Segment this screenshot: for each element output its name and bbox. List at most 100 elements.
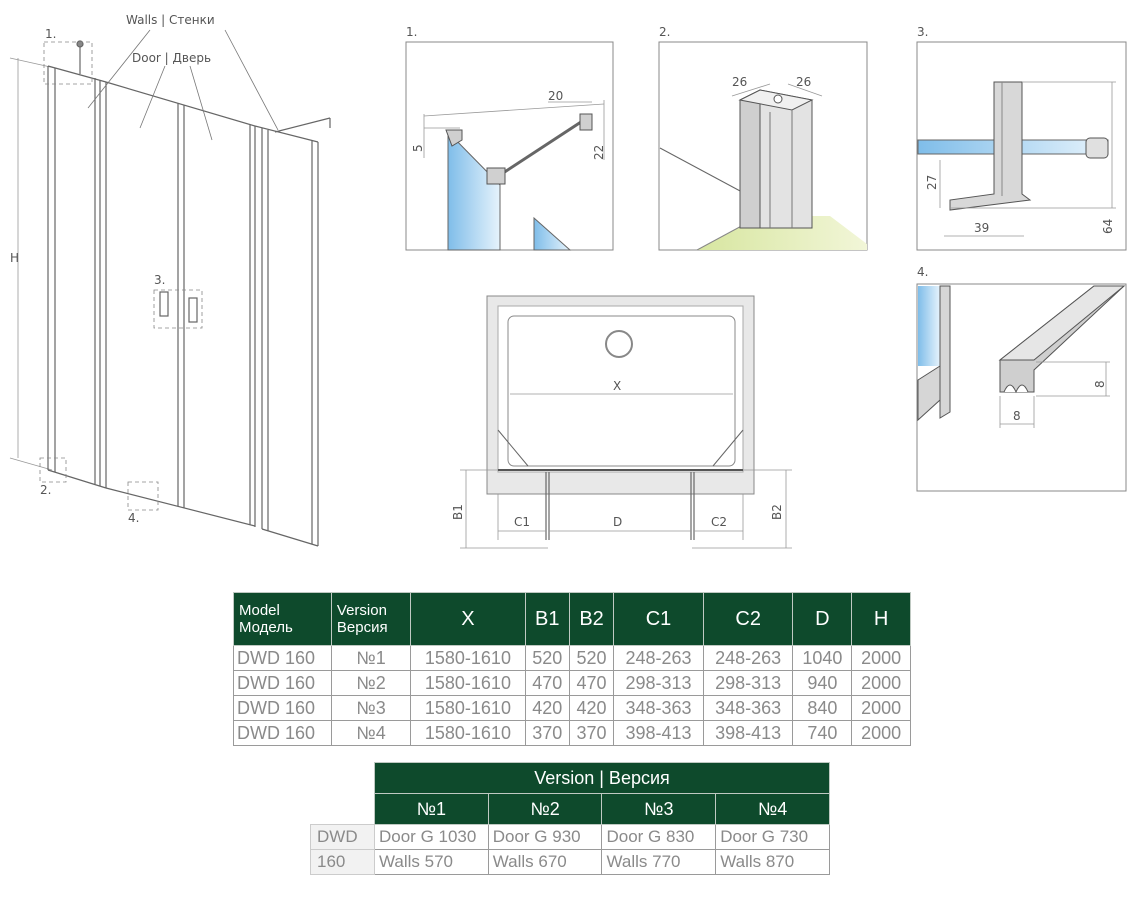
callout-1-label: 1. xyxy=(45,27,56,41)
header-h: H xyxy=(851,592,911,646)
cell-b1: 370 xyxy=(524,720,570,746)
door-cell: Door G 830 xyxy=(601,824,717,850)
cell-h: 2000 xyxy=(851,695,911,721)
model-cell-bottom: 160 xyxy=(310,849,375,875)
detail-2-dim-26b: 26 xyxy=(796,75,811,89)
cell-version: №3 xyxy=(330,695,412,721)
cell-c1: 398-413 xyxy=(613,720,704,746)
detail-3-number: 3. xyxy=(917,25,928,39)
cell-version: №4 xyxy=(330,720,412,746)
cell-version: №2 xyxy=(330,670,412,696)
cell-c1: 348-363 xyxy=(613,695,704,721)
walls-label: Walls | Стенки xyxy=(126,13,215,27)
table-row: DWD 160 №2 1580-1610 470 470 298-313 298… xyxy=(233,670,911,696)
detail-3-dim-39: 39 xyxy=(974,221,989,235)
cell-c1: 248-263 xyxy=(613,645,704,671)
door-cell: Door G 1030 xyxy=(374,824,489,850)
cell-x: 1580-1610 xyxy=(410,670,526,696)
callout-2-label: 2. xyxy=(40,483,51,497)
version-2-header: №2 xyxy=(487,793,603,825)
detail-1-dim-22: 22 xyxy=(592,145,606,160)
detail-2-number: 2. xyxy=(659,25,670,39)
cell-c2: 248-263 xyxy=(702,645,794,671)
detail-2-dim-26a: 26 xyxy=(732,75,747,89)
plan-c1-label: C1 xyxy=(514,515,530,529)
cell-b1: 420 xyxy=(524,695,570,721)
detail-1-frame xyxy=(405,41,614,251)
detail-1-dim-5: 5 xyxy=(411,144,425,152)
blank-corner-2 xyxy=(310,793,375,825)
cell-h: 2000 xyxy=(851,720,911,746)
cell-d: 740 xyxy=(792,720,853,746)
cell-model: DWD 160 xyxy=(233,695,332,721)
version-table: Version | Версия №1 №2 №3 №4 DWD Door G … xyxy=(310,762,830,875)
cell-model: DWD 160 xyxy=(233,670,332,696)
plan-view xyxy=(460,295,792,549)
header-c1: C1 xyxy=(613,592,704,646)
plan-c2-label: C2 xyxy=(711,515,727,529)
table-row: DWD 160 №1 1580-1610 520 520 248-263 248… xyxy=(233,645,911,671)
table-row: DWD 160 №4 1580-1610 370 370 398-413 398… xyxy=(233,720,911,746)
callout-3-label: 3. xyxy=(154,273,165,287)
detail-4-number: 4. xyxy=(917,265,928,279)
drawing-canvas: Walls | Стенки Door | Дверь H 1. 3. 2. 4… xyxy=(9,13,1127,549)
header-d: D xyxy=(792,592,853,646)
header-model-en: Model xyxy=(239,602,280,619)
cell-c1: 298-313 xyxy=(613,670,704,696)
detail-1-dim-20: 20 xyxy=(548,89,563,103)
detail-4-frame xyxy=(916,283,1127,492)
callout-4-label: 4. xyxy=(128,511,139,525)
table-row: DWD Door G 1030 Door G 930 Door G 830 Do… xyxy=(310,824,830,850)
cell-d: 940 xyxy=(792,670,853,696)
cell-version: №1 xyxy=(330,645,412,671)
cell-b2: 370 xyxy=(568,720,615,746)
table-row: 160 Walls 570 Walls 670 Walls 770 Walls … xyxy=(310,849,830,875)
main-enclosure-view xyxy=(9,29,331,547)
cell-x: 1580-1610 xyxy=(410,645,526,671)
walls-cell: Walls 570 xyxy=(374,849,489,875)
detail-3-dim-64: 64 xyxy=(1101,219,1115,234)
header-b1: B1 xyxy=(524,592,570,646)
version-numbers-row: №1 №2 №3 №4 xyxy=(310,793,830,825)
cell-b1: 520 xyxy=(524,645,570,671)
version-title-row: Version | Версия xyxy=(310,762,830,794)
detail-4-dim-8a: 8 xyxy=(1093,380,1107,388)
version-title: Version | Версия xyxy=(374,762,830,794)
walls-cell: Walls 770 xyxy=(601,849,717,875)
header-c2: C2 xyxy=(702,592,794,646)
plan-x-label: X xyxy=(613,379,621,393)
header-version-en: Version xyxy=(336,602,387,619)
detail-3-frame xyxy=(916,41,1127,251)
door-label: Door | Дверь xyxy=(132,51,211,65)
detail-3-dim-27: 27 xyxy=(925,175,939,190)
cell-c2: 348-363 xyxy=(702,695,794,721)
walls-cell: Walls 870 xyxy=(715,849,830,875)
height-label: H xyxy=(10,251,19,265)
cell-x: 1580-1610 xyxy=(410,720,526,746)
detail-2-frame xyxy=(658,41,868,251)
header-x: X xyxy=(410,592,526,646)
cell-h: 2000 xyxy=(851,645,911,671)
cell-c2: 298-313 xyxy=(702,670,794,696)
cell-x: 1580-1610 xyxy=(410,695,526,721)
header-model-ru: Модель xyxy=(239,619,293,636)
walls-cell: Walls 670 xyxy=(487,849,603,875)
header-version-ru: Версия xyxy=(336,619,388,636)
version-3-header: №3 xyxy=(601,793,717,825)
cell-model: DWD 160 xyxy=(233,645,332,671)
version-1-header: №1 xyxy=(374,793,489,825)
door-cell: Door G 730 xyxy=(715,824,830,850)
model-cell-top: DWD xyxy=(310,824,375,850)
detail-1-number: 1. xyxy=(406,25,417,39)
plan-d-label: D xyxy=(613,515,622,529)
plan-b2-label: B2 xyxy=(770,504,784,520)
cell-b1: 470 xyxy=(524,670,570,696)
cell-model: DWD 160 xyxy=(233,720,332,746)
header-b2: B2 xyxy=(568,592,615,646)
cell-h: 2000 xyxy=(851,670,911,696)
blank-corner xyxy=(310,762,375,794)
